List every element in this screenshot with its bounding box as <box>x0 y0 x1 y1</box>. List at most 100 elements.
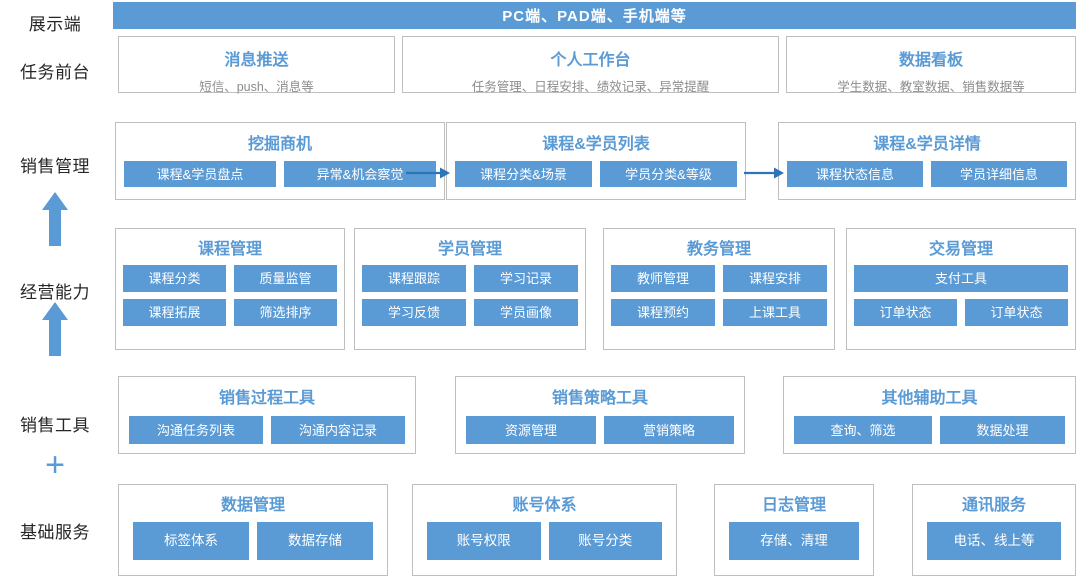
chip-2-2[interactable]: 上课工具 <box>723 299 827 326</box>
chip-2-2[interactable]: 学员画像 <box>474 299 578 326</box>
card-title: 学员管理 <box>437 241 502 258</box>
chip-row: 课程分类&场景学员分类&等级 <box>447 161 745 187</box>
card-title: 交易管理 <box>928 241 993 258</box>
chip-row: 沟通任务列表沟通内容记录 <box>119 416 415 444</box>
chip-row: 学习反馈学员画像 <box>355 299 585 326</box>
sales-tool-card-2[interactable]: 销售策略工具资源管理营销策略 <box>455 376 745 454</box>
card-title: 账号体系 <box>512 497 577 514</box>
chip-row: 资源管理营销策略 <box>456 416 744 444</box>
chip-1[interactable]: 沟通任务列表 <box>129 416 263 444</box>
capability-card-1[interactable]: 课程管理课程分类质量监管课程拓展筛选排序 <box>115 228 345 350</box>
rail-label-1: 展示端 <box>28 15 82 34</box>
rail-label-4: 经营能力 <box>20 283 90 302</box>
chip-row: 课程状态信息学员详细信息 <box>779 161 1075 187</box>
card-title: 销售策略工具 <box>551 390 648 407</box>
sales-tool-card-3[interactable]: 其他辅助工具查询、筛选数据处理 <box>783 376 1076 454</box>
capability-card-2[interactable]: 学员管理课程跟踪学习记录学习反馈学员画像 <box>354 228 586 350</box>
card-title: 日志管理 <box>761 497 826 514</box>
rail-label-5: 销售工具 <box>20 416 90 435</box>
sales-tool-card-1[interactable]: 销售过程工具沟通任务列表沟通内容记录 <box>118 376 416 454</box>
rail-up-arrow-1 <box>0 190 110 248</box>
chip-1-2[interactable]: 质量监管 <box>234 265 337 292</box>
sales-management-card-2[interactable]: 课程&学员列表课程分类&场景学员分类&等级 <box>446 122 746 200</box>
chip-2[interactable]: 沟通内容记录 <box>271 416 405 444</box>
chip-1[interactable]: 课程分类&场景 <box>455 161 592 187</box>
card-title: 挖掘商机 <box>247 136 312 153</box>
base-service-card-1[interactable]: 数据管理标签体系数据存储 <box>118 484 388 576</box>
base-service-card-4[interactable]: 通讯服务电话、线上等 <box>912 484 1076 576</box>
chip-2[interactable]: 学员详细信息 <box>931 161 1067 187</box>
card-title: 通讯服务 <box>961 497 1026 514</box>
card-title: 消息推送 <box>224 52 289 69</box>
chip-1-2[interactable]: 课程安排 <box>723 265 827 292</box>
chip-2[interactable]: 数据存储 <box>257 522 373 560</box>
rail-plus-icon: + <box>45 446 65 484</box>
card-title: 其他辅助工具 <box>881 390 978 407</box>
chip-row: 课程&学员盘点异常&机会察觉 <box>116 161 444 187</box>
chip-1[interactable]: 电话、线上等 <box>927 522 1061 560</box>
rail-label-2: 任务前台 <box>20 63 90 82</box>
chip-1-1[interactable]: 教师管理 <box>611 265 715 292</box>
chip-2-1[interactable]: 学习反馈 <box>362 299 466 326</box>
chip-row: 查询、筛选数据处理 <box>784 416 1075 444</box>
capability-card-4[interactable]: 交易管理支付工具订单状态订单状态 <box>846 228 1076 350</box>
chip-row: 教师管理课程安排 <box>604 265 834 292</box>
base-service-card-2[interactable]: 账号体系账号权限账号分类 <box>412 484 677 576</box>
chip-row: 订单状态订单状态 <box>847 299 1075 326</box>
chip-1-1[interactable]: 课程跟踪 <box>362 265 466 292</box>
display-layer-banner: PC端、PAD端、手机端等 <box>113 2 1076 29</box>
chip-2-1[interactable]: 订单状态 <box>854 299 957 326</box>
flow-arrow-2 <box>744 166 784 180</box>
chip-row: 课程预约上课工具 <box>604 299 834 326</box>
sales-management-card-1[interactable]: 挖掘商机课程&学员盘点异常&机会察觉 <box>115 122 445 200</box>
chip-1[interactable]: 标签体系 <box>133 522 249 560</box>
card-title: 个人工作台 <box>550 52 631 69</box>
card-title: 课程&学员列表 <box>542 136 650 153</box>
front-office-card-2[interactable]: 个人工作台任务管理、日程安排、绩效记录、异常提醒 <box>402 36 779 94</box>
chip-1[interactable]: 资源管理 <box>466 416 596 444</box>
chip-row: 电话、线上等 <box>913 522 1075 560</box>
card-title: 课程&学员详情 <box>873 136 981 153</box>
chip-2-1[interactable]: 课程拓展 <box>123 299 226 326</box>
chip-row: 课程分类质量监管 <box>116 265 344 292</box>
card-subtitle: 短信、push、消息等 <box>199 80 314 94</box>
chip-2[interactable]: 学员分类&等级 <box>600 161 737 187</box>
chip-1[interactable]: 查询、筛选 <box>794 416 932 444</box>
chip-1[interactable]: 课程状态信息 <box>787 161 923 187</box>
flow-arrow-1 <box>406 166 450 180</box>
card-title: 数据管理 <box>220 497 285 514</box>
chip-1[interactable]: 账号权限 <box>427 522 541 560</box>
rail-up-arrow-2 <box>0 300 110 358</box>
chip-1-2[interactable]: 学习记录 <box>474 265 578 292</box>
base-service-card-3[interactable]: 日志管理存储、清理 <box>714 484 874 576</box>
chip-row: 账号权限账号分类 <box>413 522 676 560</box>
sales-management-card-3[interactable]: 课程&学员详情课程状态信息学员详细信息 <box>778 122 1076 200</box>
capability-card-3[interactable]: 教务管理教师管理课程安排课程预约上课工具 <box>603 228 835 350</box>
chip-2[interactable]: 营销策略 <box>604 416 734 444</box>
chip-row: 课程拓展筛选排序 <box>116 299 344 326</box>
card-title: 数据看板 <box>898 52 963 69</box>
front-office-card-1[interactable]: 消息推送短信、push、消息等 <box>118 36 395 94</box>
rail-label-3: 销售管理 <box>20 157 90 176</box>
chip-row: 标签体系数据存储 <box>119 522 387 560</box>
card-title: 教务管理 <box>686 241 751 258</box>
rail-label-6: 基础服务 <box>20 523 90 542</box>
card-title: 课程管理 <box>197 241 262 258</box>
card-title: 销售过程工具 <box>218 390 315 407</box>
chip-1-1[interactable]: 课程分类 <box>123 265 226 292</box>
chip-row: 存储、清理 <box>715 522 873 560</box>
chip-1-1[interactable]: 支付工具 <box>854 265 1068 292</box>
card-subtitle: 任务管理、日程安排、绩效记录、异常提醒 <box>471 80 710 94</box>
chip-row: 课程跟踪学习记录 <box>355 265 585 292</box>
chip-2[interactable]: 账号分类 <box>548 522 662 560</box>
chip-1[interactable]: 课程&学员盘点 <box>124 161 276 187</box>
chip-1[interactable]: 存储、清理 <box>729 522 859 560</box>
chip-2-2[interactable]: 订单状态 <box>965 299 1068 326</box>
chip-2[interactable]: 数据处理 <box>940 416 1065 444</box>
chip-2-2[interactable]: 筛选排序 <box>234 299 337 326</box>
chip-2-1[interactable]: 课程预约 <box>611 299 715 326</box>
front-office-card-3[interactable]: 数据看板学生数据、教室数据、销售数据等 <box>786 36 1076 94</box>
chip-row: 支付工具 <box>847 265 1075 292</box>
card-subtitle: 学生数据、教室数据、销售数据等 <box>837 80 1025 94</box>
